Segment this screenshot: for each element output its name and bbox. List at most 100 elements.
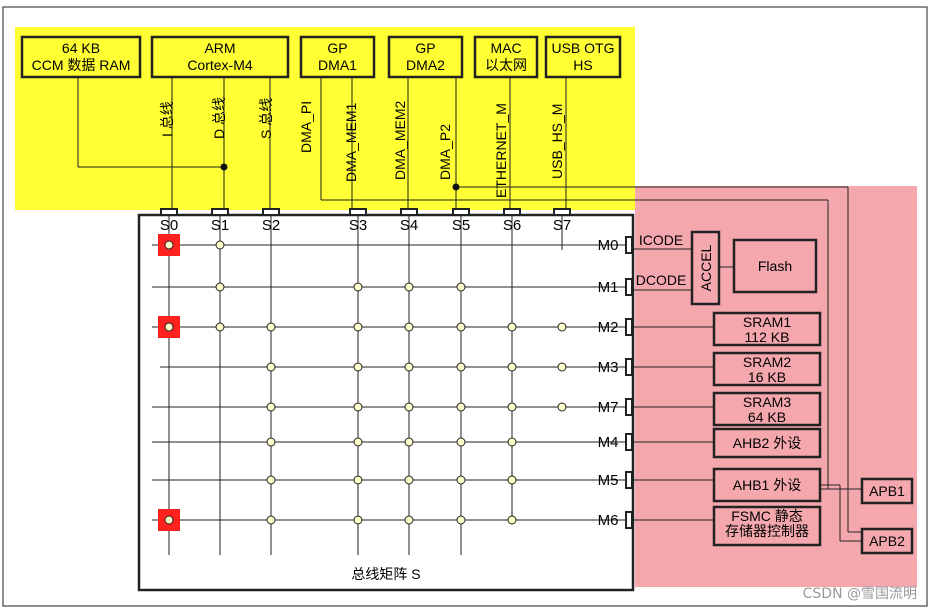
bus-signal-label: DMA_MEM2 xyxy=(392,100,408,180)
matrix-junction xyxy=(404,437,414,447)
matrix-junction xyxy=(353,437,363,447)
master-box-ccm xyxy=(20,35,142,79)
matrix-junction xyxy=(266,402,276,412)
master-box-dma2 xyxy=(387,35,464,79)
master-cortex-line1: ARM xyxy=(204,40,235,56)
slave-port-tab xyxy=(553,208,571,216)
matrix-junction xyxy=(353,282,363,292)
slave-port-label: S5 xyxy=(452,217,470,234)
matrix-junction xyxy=(164,240,174,250)
matrix-junction xyxy=(404,282,414,292)
matrix-junction xyxy=(215,322,225,332)
slave-box-fsmc xyxy=(712,505,822,547)
slave-port-label: S1 xyxy=(211,217,229,234)
slave-port-tab xyxy=(211,208,229,216)
slave-sram3-line2: 64 KB xyxy=(748,409,786,425)
slave-port-label: S4 xyxy=(400,217,418,234)
slave-sram2-line2: 16 KB xyxy=(748,369,786,385)
slave-port-label: S6 xyxy=(503,217,521,234)
matrix-junction xyxy=(507,362,517,372)
master-port-tab xyxy=(625,471,633,489)
slave-fsmc-line1: FSMC 静态 xyxy=(731,508,803,524)
bus-signal-label: ETHERNET_M xyxy=(493,103,509,198)
matrix-junction xyxy=(557,362,567,372)
master-box-cortex xyxy=(150,35,290,79)
matrix-junction xyxy=(557,322,567,332)
matrix-junction xyxy=(507,515,517,525)
master-port-tab xyxy=(625,433,633,451)
matrix-junction xyxy=(404,402,414,412)
master-dma1-line1: GP xyxy=(327,40,347,56)
matrix-junction xyxy=(456,475,466,485)
apb1-box xyxy=(860,477,914,505)
slave-sram1-line2: 112 KB xyxy=(745,329,790,345)
slave-flash-label: Flash xyxy=(758,258,792,274)
master-dma2-line2: DMA2 xyxy=(406,57,445,73)
master-dma2-line1: GP xyxy=(415,40,435,56)
master-otg-line1: USB OTG xyxy=(551,40,614,56)
slave-port-tab xyxy=(349,208,367,216)
matrix-junction xyxy=(507,437,517,447)
master-port-tab xyxy=(625,278,633,296)
slave-port-tab xyxy=(262,208,280,216)
slave-port-label: S0 xyxy=(160,217,178,234)
bus-signal-label: I 总线 xyxy=(159,101,175,137)
matrix-junction xyxy=(353,475,363,485)
master-box-otg xyxy=(544,35,622,79)
matrix-junction xyxy=(164,515,174,525)
matrix-junction xyxy=(353,362,363,372)
matrix-junction xyxy=(456,437,466,447)
master-port-tab xyxy=(625,358,633,376)
master-zone xyxy=(15,27,635,210)
matrix-junction xyxy=(456,322,466,332)
matrix-junction xyxy=(215,240,225,250)
master-port-tab xyxy=(625,511,633,529)
matrix-junction xyxy=(266,362,276,372)
master-port-tab xyxy=(625,318,633,336)
bus-signal-label: S 总线 xyxy=(258,98,274,139)
master-port-label: M3 xyxy=(598,359,619,376)
matrix-junction xyxy=(266,515,276,525)
icode-label: ICODE xyxy=(639,232,683,248)
master-ccm-line1: 64 KB xyxy=(62,40,100,56)
bus-signal-label: D 总线 xyxy=(211,97,227,139)
master-mac-line2: 以太网 xyxy=(485,57,527,73)
master-port-label: M7 xyxy=(598,399,619,416)
slave-sram3-line1: SRAM3 xyxy=(743,394,791,410)
matrix-junction xyxy=(266,475,276,485)
slave-box-sram2 xyxy=(712,351,822,387)
bus-tap-dot xyxy=(452,183,460,191)
slave-box-ahb1 xyxy=(712,467,822,503)
master-port-label: M6 xyxy=(598,512,619,529)
master-port-label: M0 xyxy=(598,237,619,254)
slave-box-sram3 xyxy=(712,391,822,427)
slave-box-sram1 xyxy=(712,311,822,347)
matrix-junction xyxy=(507,402,517,412)
master-dma1-line2: DMA1 xyxy=(318,57,357,73)
matrix-junction xyxy=(353,322,363,332)
matrix-junction xyxy=(215,282,225,292)
slave-port-tab xyxy=(452,208,470,216)
bus-tap-dot xyxy=(220,163,228,171)
master-port-label: M4 xyxy=(598,434,619,451)
slave-port-label: S2 xyxy=(262,217,280,234)
accel-label: ACCEL xyxy=(698,244,714,291)
master-port-label: M1 xyxy=(598,279,619,296)
bus-matrix-title: 总线矩阵 S xyxy=(351,566,420,582)
apb1-label: APB1 xyxy=(869,483,905,499)
slave-port-label: S7 xyxy=(553,217,571,234)
slave-port-tab xyxy=(160,208,178,216)
matrix-junction xyxy=(353,515,363,525)
master-ccm-line2: CCM 数据 RAM xyxy=(32,57,131,73)
master-port-label: M5 xyxy=(598,472,619,489)
slave-fsmc-line2: 存储器控制器 xyxy=(725,523,809,539)
slave-sram1-line1: SRAM1 xyxy=(743,314,791,330)
matrix-junction xyxy=(404,475,414,485)
dcode-label: DCODE xyxy=(636,272,687,288)
matrix-junction xyxy=(456,282,466,292)
slave-box-ahb2 xyxy=(712,427,822,459)
slave-box-flash xyxy=(732,238,818,294)
apb2-box xyxy=(860,527,914,555)
matrix-junction xyxy=(456,515,466,525)
